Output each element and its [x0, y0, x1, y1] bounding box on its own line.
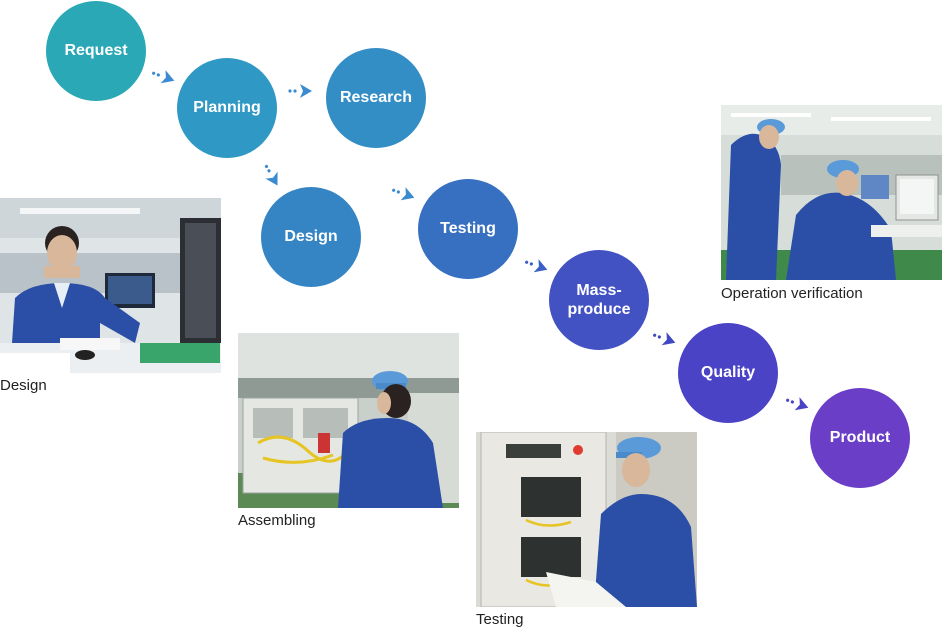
step-mass-produce-label: Mass- produce — [567, 281, 631, 318]
arrow-design-testing — [392, 187, 415, 201]
arrow-quality-product — [786, 397, 809, 411]
step-quality-label: Quality — [700, 364, 756, 382]
step-planning: Planning — [177, 58, 277, 158]
photo-assembling — [238, 333, 459, 508]
step-design: Design — [261, 187, 361, 287]
caption-operation-verification: Operation verification — [721, 285, 863, 302]
caption-assembling: Assembling — [238, 512, 316, 529]
arrow-planning-research — [288, 84, 312, 98]
step-mass-produce: Mass- produce — [549, 250, 649, 350]
step-research-label: Research — [339, 89, 413, 107]
step-testing-label: Testing — [440, 220, 496, 238]
step-quality: Quality — [678, 323, 778, 423]
step-product-label: Product — [829, 429, 891, 447]
caption-design: Design — [0, 377, 47, 394]
arrow-testing-massproduce — [525, 259, 548, 273]
arrow-massproduce-quality — [653, 332, 676, 346]
photo-testing — [476, 432, 697, 607]
step-request: Request — [46, 1, 146, 101]
step-testing: Testing — [418, 179, 518, 279]
step-design-label: Design — [284, 228, 338, 246]
arrow-planning-design — [264, 164, 278, 186]
step-request-label: Request — [64, 42, 128, 60]
caption-testing: Testing — [476, 611, 524, 628]
photo-operation-verification — [721, 105, 942, 280]
step-product: Product — [810, 388, 910, 488]
step-research: Research — [326, 48, 426, 148]
photo-design — [0, 198, 221, 373]
arrow-request-planning — [152, 70, 175, 84]
step-planning-label: Planning — [193, 99, 261, 117]
